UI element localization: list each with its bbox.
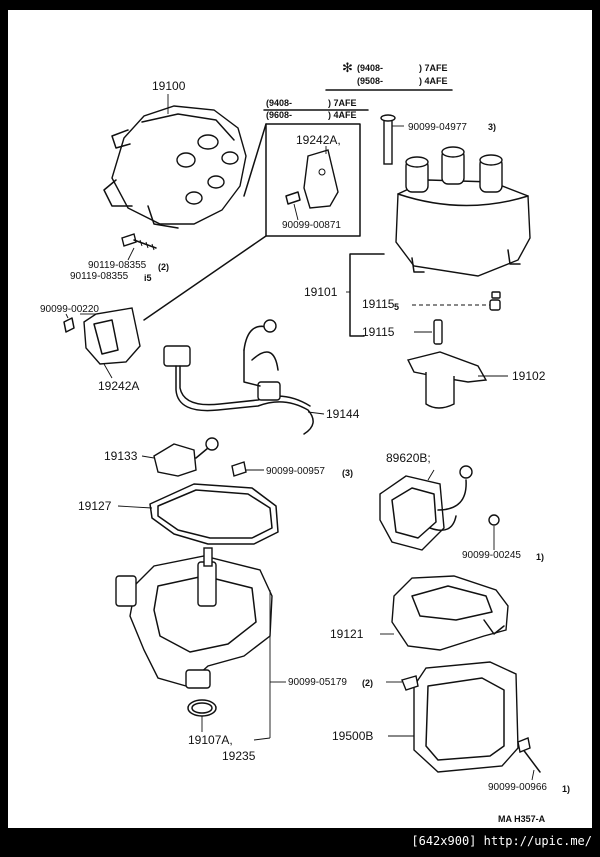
label-90099-00957: 90099-00957	[266, 466, 325, 477]
label-90119-08355-a: 90119-08355	[88, 260, 147, 271]
label-19242a: 19242A	[98, 379, 139, 393]
legend-line2-engine: ) 4AFE	[419, 76, 448, 86]
bracket-19242a-drawing	[285, 146, 339, 221]
label-89620b: 89620B;	[386, 451, 431, 465]
distributor-housing-drawing	[115, 547, 286, 738]
label-19100: 19100	[152, 79, 186, 93]
distributor-cap-drawing	[380, 114, 531, 277]
distributor-assembly-drawing	[103, 94, 247, 229]
label-19144: 19144	[326, 407, 360, 421]
cap-part-bracket	[346, 253, 501, 345]
parts-diagram-sheet: ✻ (9408- ) 7AFE (9508- ) 4AFE (9408- ) 7…	[8, 10, 592, 828]
label-19115-b: 19115	[362, 325, 395, 339]
label-19121: 19121	[330, 627, 364, 641]
footer-text: [642x900] http://upic.me/	[411, 834, 592, 848]
qty-05179: (2)	[362, 678, 373, 688]
legend-line1-engine: ) 7AFE	[419, 63, 448, 73]
qty-19115: 5	[394, 302, 399, 312]
igniter-drawing	[379, 465, 500, 551]
label-90099-00245: 90099-00245	[462, 550, 521, 561]
bolt-90099-00957-drawing	[231, 461, 264, 477]
label-19133: 19133	[104, 449, 138, 463]
label-90099-00966: 90099-00966	[488, 782, 547, 793]
wire-harness-drawing	[163, 319, 325, 435]
qty-00966: 1)	[562, 784, 570, 794]
part-labels: 19100 19242A, 90099-00871 90099-04977 3)…	[40, 79, 570, 824]
label-19107a: 19107A,	[188, 733, 233, 747]
label-19500b: 19500B	[332, 729, 373, 743]
footer-bar: [642x900] http://upic.me/	[0, 830, 600, 857]
legend: ✻ (9408- ) 7AFE (9508- ) 4AFE	[325, 60, 453, 91]
qty-08355-a: (2)	[158, 262, 169, 272]
inset-pointer-line-2	[243, 123, 267, 197]
distributor-exploded-diagram: ✻ (9408- ) 7AFE (9508- ) 4AFE (9408- ) 7…	[40, 60, 570, 824]
label-90119-08355-b: 90119-08355	[70, 271, 129, 282]
housing-part-bracket	[201, 716, 271, 741]
bracket-inset-box	[265, 123, 361, 237]
label-19101: 19101	[304, 285, 338, 299]
sensor-19133-drawing	[141, 437, 219, 477]
legend-line1-code: (9408-	[357, 63, 383, 73]
label-19115-a: 19115	[362, 297, 395, 311]
qty-08355-b: i5	[144, 273, 152, 283]
qty-00957: (3)	[342, 468, 353, 478]
gasket-drawing	[117, 483, 279, 545]
box-legend: (9408- ) 7AFE (9608- ) 4AFE	[143, 98, 369, 321]
label-90099-00871: 90099-00871	[282, 220, 341, 231]
diagram-code: MA H357-A	[498, 814, 546, 824]
box-legend-line1-engine: ) 7AFE	[328, 98, 357, 108]
box-legend-line2-code: (9608-	[266, 110, 292, 120]
label-19235: 19235	[222, 749, 256, 763]
box-legend-line2-engine: ) 4AFE	[328, 110, 357, 120]
asterisk-icon: ✻	[342, 60, 353, 75]
housing-19500b-drawing	[386, 661, 541, 781]
label-19242a-box: 19242A,	[296, 133, 341, 147]
cover-19121-drawing	[380, 575, 509, 651]
bracket-19242a-left-drawing	[63, 307, 141, 379]
label-90099-00220: 90099-00220	[40, 304, 99, 315]
rotor-drawing	[406, 351, 508, 409]
legend-line2-code: (9508-	[357, 76, 383, 86]
label-90099-05179: 90099-05179	[288, 677, 347, 688]
screw-90119-08355-drawing	[121, 233, 157, 261]
inset-pointer-line	[143, 235, 267, 321]
qty-00245: 1)	[536, 552, 544, 562]
box-legend-line1-code: (9408-	[266, 98, 292, 108]
label-19127: 19127	[78, 499, 112, 513]
qty-04977: 3)	[488, 122, 496, 132]
label-19102: 19102	[512, 369, 546, 383]
label-90099-04977: 90099-04977	[408, 122, 467, 133]
